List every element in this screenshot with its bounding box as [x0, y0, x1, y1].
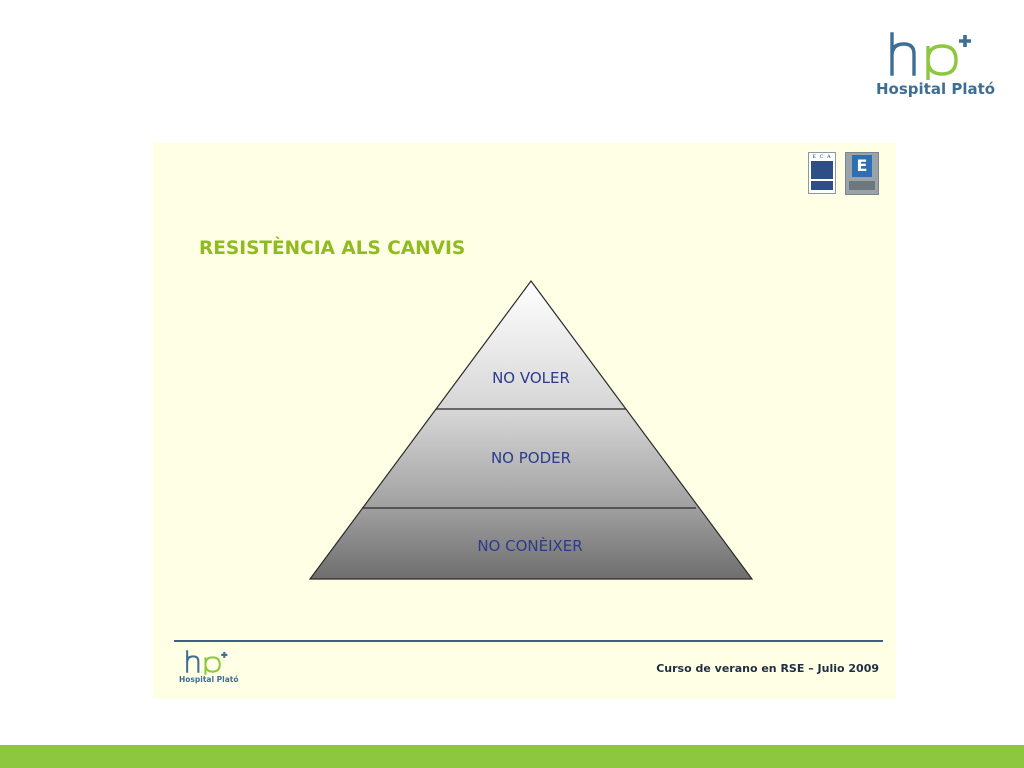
- pyramid-body: [308, 279, 754, 580]
- hp-logo-mark: [890, 32, 971, 80]
- bottom-accent-bar: [0, 745, 1024, 768]
- eca-badge-band: [811, 181, 833, 190]
- pyramid-diagram: NO VOLER NO PODER NO CONÈIXER: [308, 279, 754, 585]
- hospital-plato-logo: Hospital Plató: [876, 30, 996, 106]
- pyramid-level-top: NO VOLER: [492, 369, 570, 387]
- footer-logo-text: Hospital Plató: [179, 675, 239, 684]
- eca-badge-text: E C A: [812, 154, 832, 160]
- e-letter-icon: E: [852, 155, 872, 177]
- pyramid-level-bottom: NO CONÈIXER: [477, 537, 583, 555]
- footer-hp-logo-mark: [186, 650, 228, 675]
- handshake-icon: [811, 161, 833, 179]
- course-footer-text: Curso de verano en RSE – Julio 2009: [656, 662, 879, 675]
- e-certification-badge: E: [845, 152, 879, 195]
- pyramid-shape: [308, 279, 754, 580]
- footer-hospital-plato-logo: Hospital Plató: [179, 648, 239, 688]
- slide-title: RESISTÈNCIA ALS CANVIS: [199, 238, 466, 259]
- pyramid-level-middle: NO PODER: [490, 449, 572, 467]
- footer-divider: [174, 640, 883, 642]
- slide-panel: E C A E RESISTÈNCIA ALS CANVIS NO VOLER …: [153, 142, 896, 699]
- e-badge-strip: [849, 181, 875, 190]
- hospital-plato-logo-text: Hospital Plató: [876, 80, 996, 98]
- eca-certification-badge: E C A: [808, 152, 836, 194]
